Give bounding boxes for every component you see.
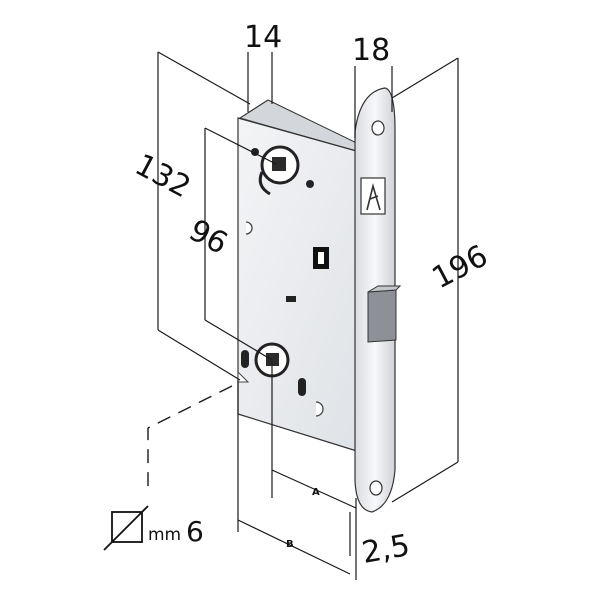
rivet-lower: [315, 401, 324, 417]
spindle-size-label: 6: [186, 515, 204, 548]
dim-a-label: A: [312, 487, 320, 498]
dim-b-label: B: [286, 539, 294, 550]
dim-18-label: 18: [352, 33, 390, 68]
latch-bolt: [367, 289, 397, 343]
square-spindle-icon: [111, 511, 143, 543]
spring-slot: [258, 171, 271, 196]
dim-196-label: 196: [427, 238, 494, 296]
faceplate-screw-top: [371, 120, 385, 136]
square-spindle-icon-diagonal: [103, 505, 149, 551]
cylinder-slot-left: [241, 350, 249, 368]
screw-hole-2: [306, 180, 314, 188]
dim-132-label: 132: [129, 147, 196, 205]
small-slot: [286, 296, 296, 302]
dim-96-label: 96: [183, 213, 233, 262]
dim-14-label: 14: [244, 20, 282, 55]
rivet-upper: [245, 221, 253, 235]
dimension-lines: [147, 51, 459, 580]
faceplate-screw-bottom: [369, 480, 383, 496]
lock-corner: [237, 370, 250, 383]
latch-bolt-face: [367, 285, 402, 293]
latch-spindle-inner: [318, 252, 324, 264]
spindle-square-upper: [272, 157, 286, 171]
cylinder-slot-right: [298, 378, 306, 396]
faceplate: [354, 87, 402, 513]
lock-body: [237, 99, 366, 453]
brand-logo-icon: [366, 182, 381, 211]
spindle-size-legend: mm 6: [103, 505, 204, 551]
spindle-unit-label: mm: [148, 525, 181, 545]
lock-body-edge: [239, 99, 269, 119]
dim-2-5-label: 2,5: [359, 528, 412, 571]
spindle-square-lower: [266, 353, 279, 366]
